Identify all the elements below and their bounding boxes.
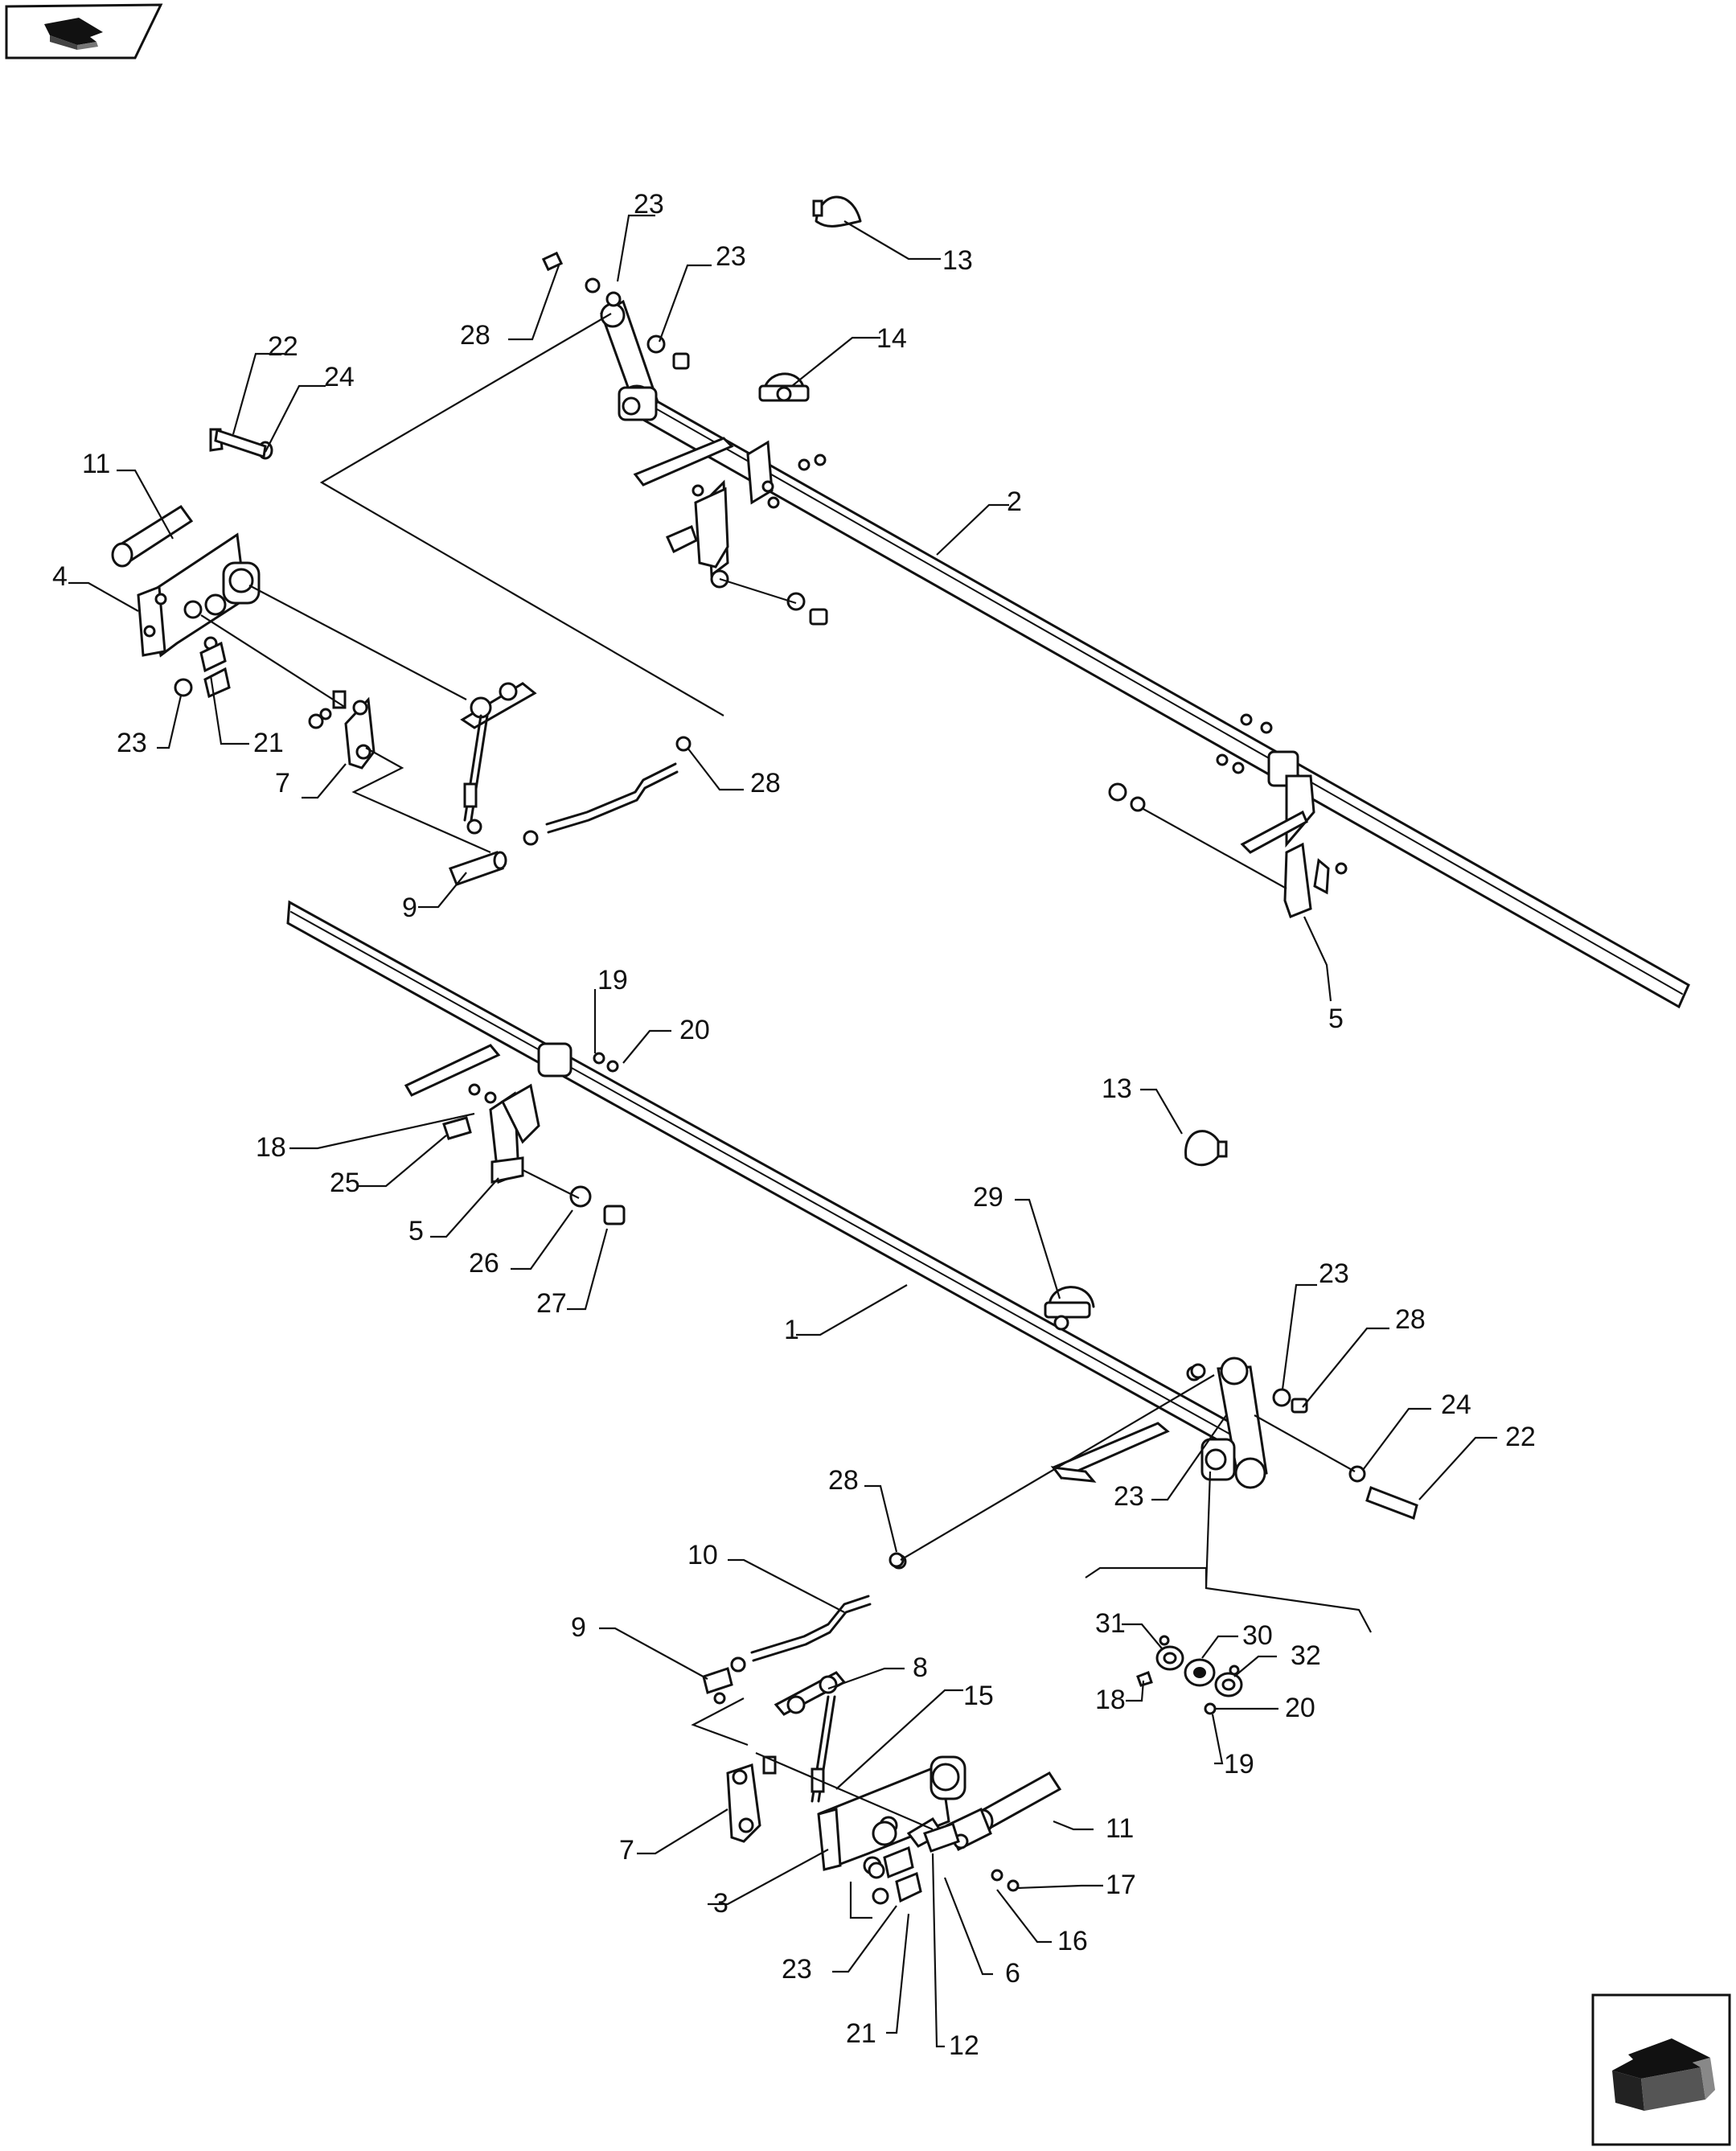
callout-label: 26: [469, 1248, 499, 1279]
callout-label: 31: [1095, 1608, 1126, 1639]
callout-label: 24: [324, 362, 355, 392]
clamp-13-lower: [1184, 1130, 1228, 1167]
bushing-reference-bracket: [1085, 1566, 1372, 1633]
callout-label: 7: [275, 768, 290, 798]
clamp-13-upper: [812, 195, 862, 228]
washers-and-nuts: [214, 251, 1418, 1673]
upper-left-lever: [600, 291, 659, 421]
callout-label: 28: [1395, 1304, 1426, 1335]
lower-link-rod: [730, 1554, 907, 1673]
left-linkage: [332, 682, 537, 886]
lower-plate-line: [755, 1751, 934, 1831]
lower-right-lever: [1050, 1357, 1268, 1489]
callout-label: 28: [750, 768, 781, 798]
callout-label: 23: [117, 728, 147, 758]
callout-label: 22: [268, 331, 298, 362]
callout-label: 23: [1114, 1481, 1144, 1512]
callout-label: 23: [782, 1954, 812, 1985]
callout-label: 19: [1224, 1749, 1254, 1780]
left-link-rod: [523, 736, 692, 846]
callout-label: 2: [1007, 486, 1022, 517]
callout-label: 8: [913, 1652, 928, 1683]
callout-label: 24: [1441, 1390, 1471, 1420]
lower-left-bracket: [404, 1042, 573, 1184]
callout-label: 18: [256, 1132, 286, 1163]
callout-label: 22: [1505, 1422, 1536, 1452]
callout-label: 13: [1102, 1073, 1132, 1104]
clamp-14: [758, 372, 810, 402]
upper-bracket-line: [719, 577, 797, 605]
bushing-reference-lines: [1205, 1471, 1212, 1589]
callout-label: 25: [330, 1168, 360, 1198]
callout-label: 18: [1095, 1685, 1126, 1715]
callout-label: 21: [846, 2018, 876, 2049]
lower-right-bolt-line: [1254, 1414, 1356, 1472]
upper-right-bracket: [1240, 750, 1330, 918]
lower-fastener-bracket: [849, 1882, 872, 1919]
next-page-arrow-icon: [1612, 2038, 1715, 2111]
right-lower-linkage: [702, 1667, 847, 1843]
callout-labels: 23 13 23 28 14 22 24 11 2 4 23 21 7 28 9…: [52, 189, 1536, 2061]
back-navigation-button[interactable]: [0, 0, 169, 64]
return-arrow-icon: [44, 18, 103, 50]
lower-fasteners: [868, 1822, 1020, 1905]
callout-label: 23: [634, 189, 664, 220]
callout-label: 11: [82, 449, 110, 479]
lower-linkage-bracket-line: [691, 1697, 749, 1747]
left-roller: [111, 504, 194, 568]
callout-label: 29: [973, 1182, 1003, 1213]
upper-left-lever-line-2: [200, 614, 347, 708]
upper-left-lever-line-1: [248, 585, 467, 700]
callout-label: 21: [253, 728, 284, 758]
callout-label: 1: [784, 1315, 799, 1345]
callout-label: 16: [1057, 1926, 1088, 1956]
bushing-assembly: [1136, 1635, 1243, 1715]
upper-shaft: [642, 396, 1690, 1009]
upper-left-bracket: [633, 437, 774, 589]
callout-label: 3: [713, 1888, 728, 1919]
callout-label: 5: [408, 1216, 424, 1246]
clamp-29: [1044, 1286, 1095, 1331]
right-bracket-washer-line: [1141, 807, 1287, 889]
callout-label: 4: [52, 561, 68, 592]
callout-label: 6: [1005, 1958, 1020, 1989]
callout-label: 9: [402, 893, 417, 923]
callout-label: 5: [1328, 1004, 1344, 1034]
callout-label: 30: [1242, 1620, 1273, 1651]
left-mechanism-reference-line: [351, 747, 491, 854]
lower-bracket-washer-line: [522, 1169, 580, 1199]
callout-label: 17: [1106, 1870, 1136, 1900]
left-upper-plate: [137, 532, 261, 697]
callout-label: 10: [687, 1540, 718, 1570]
callout-label: 20: [679, 1015, 710, 1045]
callout-label: 7: [619, 1835, 634, 1866]
callout-label: 27: [536, 1288, 567, 1319]
callout-label: 23: [1319, 1258, 1349, 1289]
callout-leaders: [68, 214, 1497, 2048]
callout-label: 19: [597, 965, 628, 995]
callout-label: 32: [1291, 1640, 1321, 1671]
next-page-button[interactable]: [1588, 1990, 1736, 2151]
lower-right-lever-line: [900, 1374, 1215, 1561]
callout-label: 15: [963, 1681, 994, 1711]
callout-label: 28: [460, 320, 490, 351]
callout-label: 9: [571, 1612, 586, 1643]
callout-label: 14: [876, 323, 907, 354]
callout-label: 11: [1106, 1813, 1134, 1844]
lower-shaft: [286, 900, 1248, 1454]
callout-label: 23: [716, 241, 746, 272]
callout-label: 20: [1285, 1693, 1315, 1723]
callout-label: 13: [942, 245, 973, 276]
callout-label: 28: [828, 1465, 859, 1496]
upper-shaft-reference-line: [319, 313, 724, 716]
right-lower-plate: [817, 1755, 966, 1875]
callout-label: 12: [949, 2030, 979, 2061]
